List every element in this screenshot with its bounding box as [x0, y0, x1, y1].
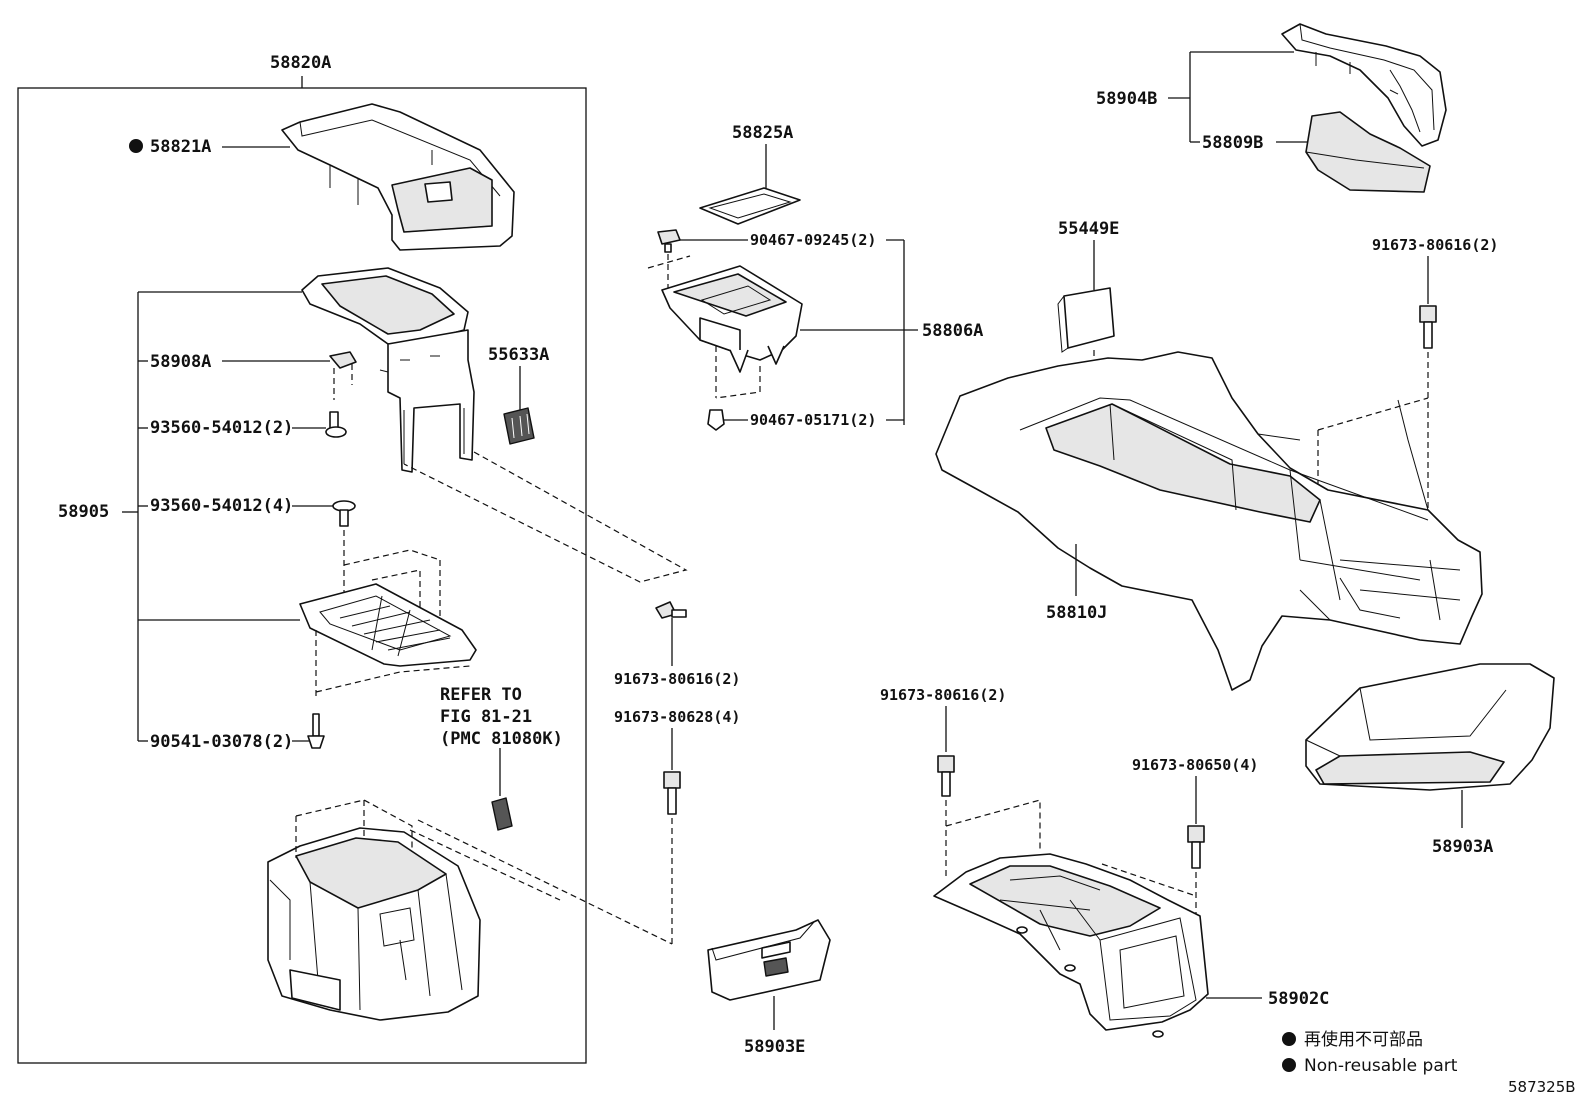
part-58903E-cover[interactable]: [707, 919, 831, 1001]
part-console-box[interactable]: [267, 827, 481, 1021]
part-58903A-lower-panel[interactable]: [1305, 663, 1555, 791]
part-55633A-switch[interactable]: [503, 407, 535, 445]
part-screw-93560-4[interactable]: [332, 500, 356, 527]
label-91673-80628-4[interactable]: 91673-80628(4): [614, 708, 740, 726]
label-58903A[interactable]: 58903A: [1432, 837, 1493, 857]
part-58825A-mat[interactable]: [699, 187, 801, 225]
part-58904B-bracket[interactable]: [1281, 23, 1447, 147]
part-58810J-console[interactable]: [935, 351, 1483, 691]
part-58821A-upper-panel[interactable]: [281, 103, 515, 251]
figure-number: 587325B: [1508, 1078, 1576, 1096]
part-clip-90541[interactable]: [307, 713, 325, 749]
label-91673-80616-b[interactable]: 91673-80616(2): [1372, 236, 1498, 254]
label-58809B[interactable]: 58809B: [1202, 133, 1263, 153]
label-91673-80650-4[interactable]: 91673-80650(4): [1132, 756, 1258, 774]
legend-marker-ja-icon: [1282, 1032, 1296, 1046]
label-90467-09245-2[interactable]: 90467-09245(2): [750, 231, 876, 249]
refer-line-1: REFER TO: [440, 685, 522, 705]
label-58806A[interactable]: 58806A: [922, 321, 983, 341]
label-91673-80616-c[interactable]: 91673-80616(2): [880, 686, 1006, 704]
part-58905-tray[interactable]: [299, 583, 477, 667]
label-58908A[interactable]: 58908A: [150, 352, 211, 372]
part-58809B-boot[interactable]: [1305, 111, 1431, 193]
label-90467-05171-2[interactable]: 90467-05171(2): [750, 411, 876, 429]
part-bolt-91673-80616-c[interactable]: [937, 755, 955, 797]
refer-line-3: (PMC 81080K): [440, 729, 563, 749]
part-58908A-clip[interactable]: [329, 351, 357, 369]
part-58806A-cup-holder[interactable]: [661, 265, 803, 373]
label-55633A[interactable]: 55633A: [488, 345, 549, 365]
label-58821A[interactable]: 58821A: [150, 137, 211, 157]
label-58820A[interactable]: 58820A: [270, 53, 331, 73]
label-93560-54012-2[interactable]: 93560-54012(2): [150, 418, 293, 438]
part-clip-90467-05171[interactable]: [707, 409, 725, 431]
part-58902C-base-plate[interactable]: [933, 853, 1209, 1038]
label-58905[interactable]: 58905: [58, 502, 109, 522]
label-58902C[interactable]: 58902C: [1268, 989, 1329, 1009]
non-reusable-marker-icon: [129, 139, 143, 153]
label-58903E[interactable]: 58903E: [744, 1037, 805, 1057]
part-bolt-91673-80616-a[interactable]: [655, 601, 687, 619]
part-55449E-pocket[interactable]: [1057, 287, 1115, 353]
label-58810J[interactable]: 58810J: [1046, 603, 1107, 623]
legend-text-ja: 再使用不可部品: [1304, 1029, 1423, 1050]
part-clip-90467-09245[interactable]: [657, 229, 681, 253]
part-refer-connector[interactable]: [491, 797, 513, 831]
label-58825A[interactable]: 58825A: [732, 123, 793, 143]
part-screw-93560-2[interactable]: [325, 411, 347, 438]
label-93560-54012-4[interactable]: 93560-54012(4): [150, 496, 293, 516]
label-55449E[interactable]: 55449E: [1058, 219, 1119, 239]
label-58904B[interactable]: 58904B: [1096, 89, 1157, 109]
label-91673-80616-a[interactable]: 91673-80616(2): [614, 670, 740, 688]
refer-line-2: FIG 81-21: [440, 707, 532, 727]
part-bolt-91673-80616-b[interactable]: [1419, 305, 1437, 349]
legend-text-en: Non-reusable part: [1304, 1056, 1458, 1076]
part-58905-armrest-bracket[interactable]: [301, 267, 475, 473]
part-bolt-91673-80628[interactable]: [663, 771, 681, 815]
part-bolt-91673-80650[interactable]: [1187, 825, 1205, 869]
label-90541-03078-2[interactable]: 90541-03078(2): [150, 732, 293, 752]
legend-marker-en-icon: [1282, 1058, 1296, 1072]
